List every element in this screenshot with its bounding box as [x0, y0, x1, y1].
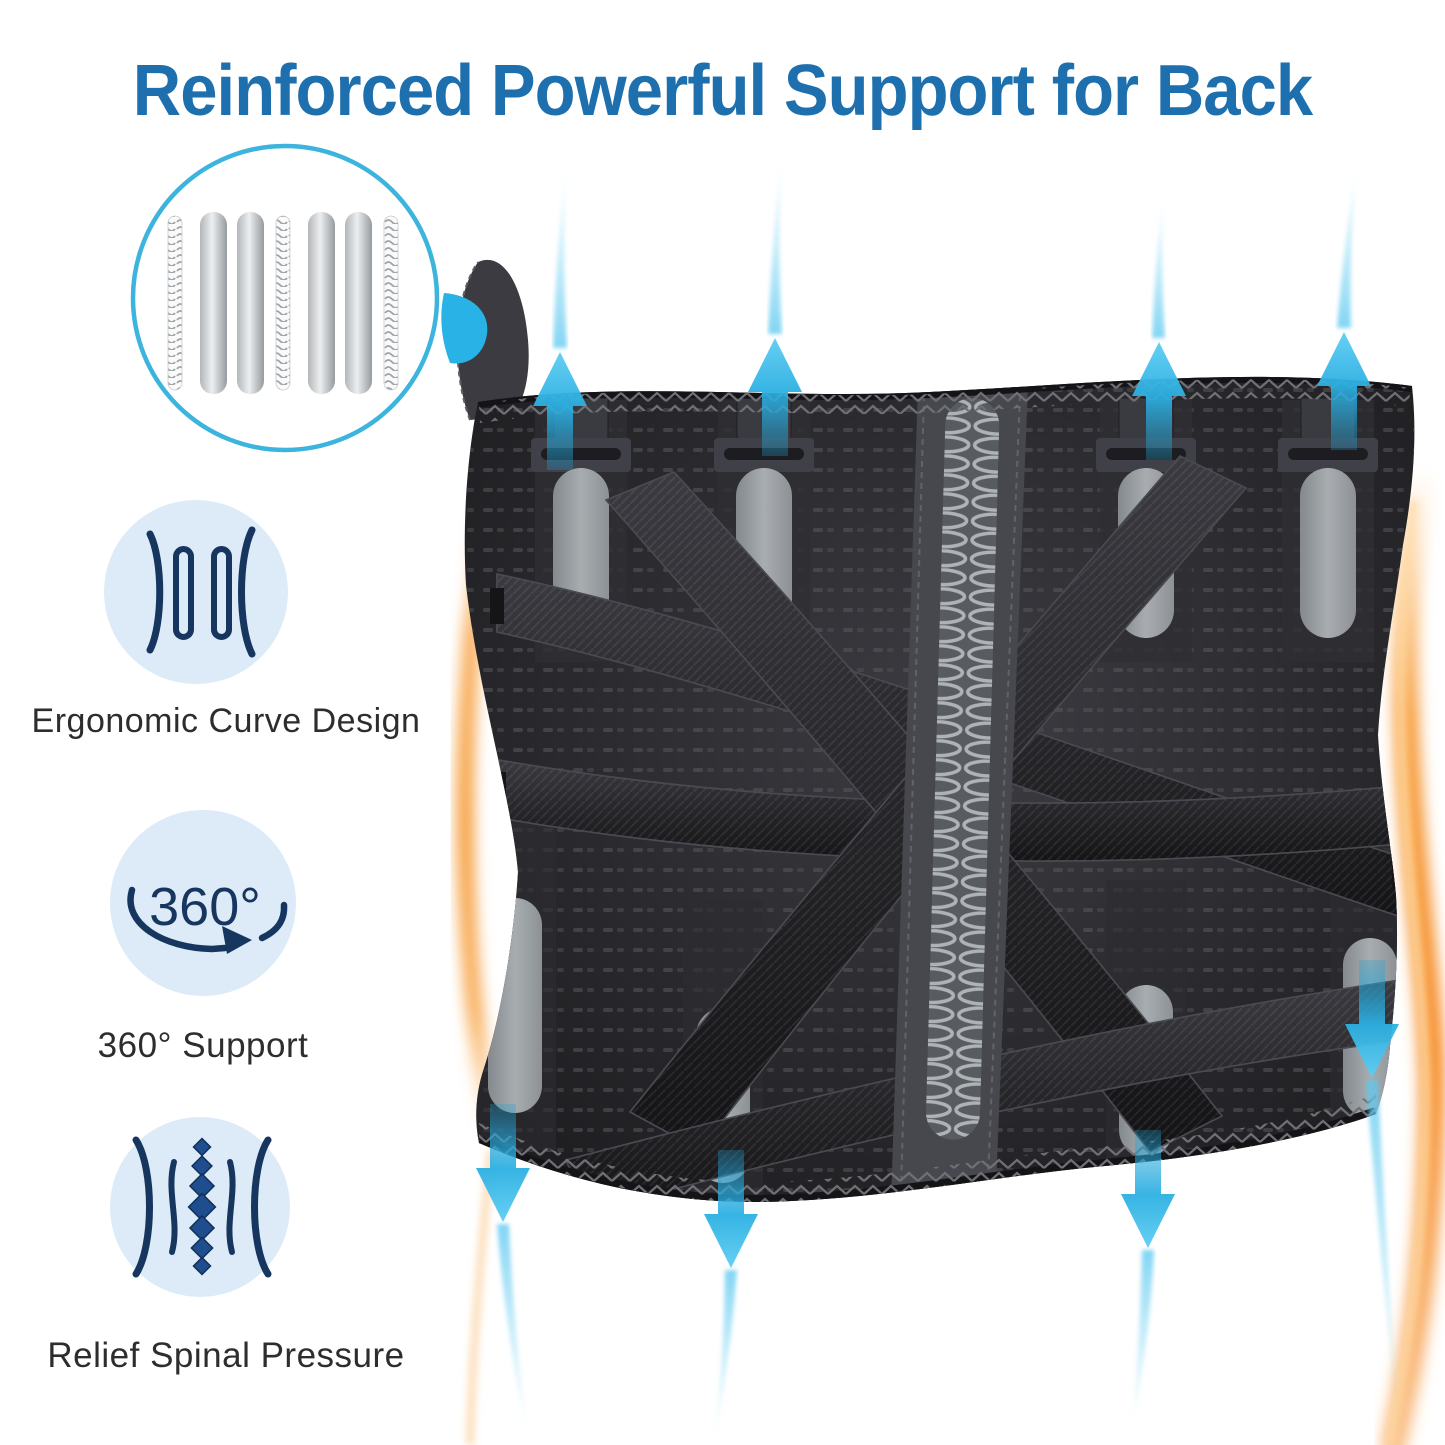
callout-teardrop — [441, 293, 488, 364]
down-arrow-icon — [476, 1104, 530, 1222]
metal-stay — [488, 898, 542, 1113]
down-arrow-trail — [497, 1224, 528, 1440]
inset-stays-circle — [130, 143, 488, 453]
down-arrow-trail — [1366, 1080, 1400, 1442]
spring-stay — [383, 215, 399, 391]
feature-label-360: 360° Support — [97, 1026, 309, 1065]
page-title: Reinforced Powerful Support for Back — [132, 51, 1313, 131]
flat-metal-stay — [345, 212, 372, 394]
down-arrow-trail — [1132, 1250, 1154, 1428]
flat-metal-stay — [237, 212, 264, 394]
up-arrow-trail — [1152, 190, 1165, 338]
flat-metal-stay — [308, 212, 335, 394]
spine-coil-panel — [890, 386, 1028, 1203]
down-arrow-icon — [704, 1150, 758, 1268]
feature-label-spinal: Relief Spinal Pressure — [47, 1336, 405, 1375]
metal-stay — [1300, 468, 1356, 638]
feature-label-ergonomic: Ergonomic Curve Design — [31, 702, 421, 740]
up-arrow-icon — [1132, 342, 1186, 460]
up-arrow-trail — [553, 165, 567, 348]
back-brace-photo — [456, 259, 1415, 1203]
ergonomic-curve-icon — [104, 500, 288, 684]
spring-coil — [926, 397, 1000, 1140]
up-arrows — [533, 152, 1371, 470]
right-body-glow — [1381, 457, 1445, 1445]
up-arrow-icon — [748, 338, 802, 456]
vertebrae-dots — [187, 1137, 217, 1276]
rotation-360-icon: 360° — [110, 810, 296, 996]
rotation-arrowhead — [222, 926, 252, 954]
up-arrow-icon — [1317, 332, 1371, 450]
icon-360-text: 360° — [149, 877, 261, 937]
down-arrows — [476, 960, 1400, 1442]
up-arrow-trail — [1337, 162, 1357, 328]
brace-left-wing — [457, 259, 529, 420]
spring-stay — [167, 215, 183, 391]
flat-metal-stay — [200, 212, 227, 394]
down-arrow-trail — [714, 1270, 737, 1442]
spinal-relief-icon — [110, 1117, 290, 1297]
down-arrow-icon — [1345, 960, 1399, 1078]
spring-stay — [275, 215, 291, 391]
down-arrow-icon — [1121, 1130, 1175, 1248]
up-arrow-trail — [768, 152, 782, 334]
up-arrow-icon — [533, 352, 587, 470]
inset-contents — [167, 212, 399, 394]
